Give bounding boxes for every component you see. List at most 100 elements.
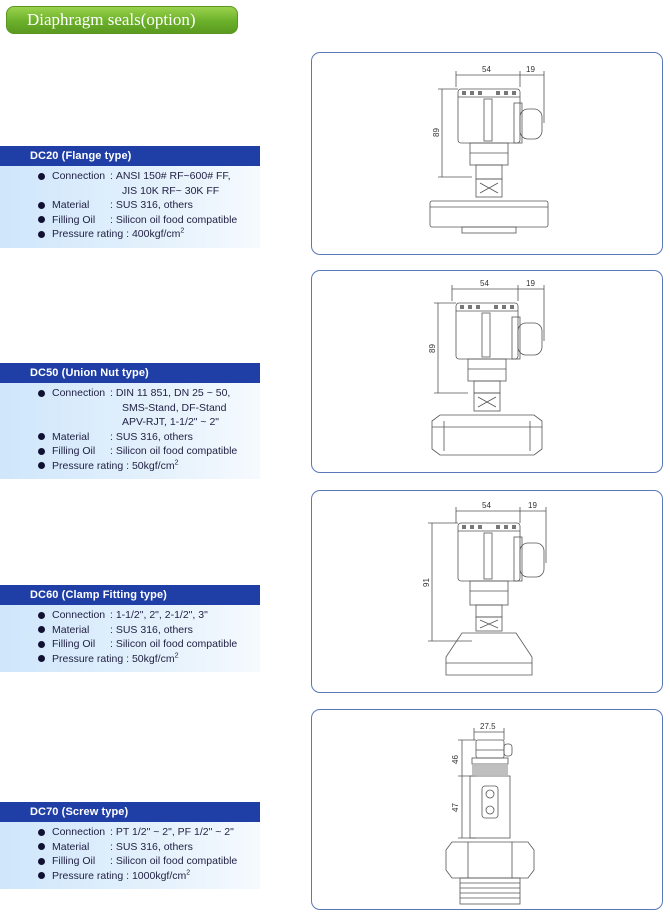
spec-label: Filling Oil (52, 855, 96, 867)
spec-value: 1-1/2", 2", 2-1/2", 3" (115, 609, 208, 621)
spec-row-filling-oil: Filling Oil: Silicon oil food compatible (0, 854, 260, 869)
spec-block-dc70: DC70 (Screw type) Connection: PT 1/2" ~ … (0, 802, 260, 889)
bullet-icon (38, 462, 45, 469)
drawing-panel-dc20: 54 19 89 (311, 52, 663, 255)
dim-height-label: 89 (432, 128, 441, 137)
model-header: DC60 (Clamp Fitting type) (0, 585, 260, 605)
spec-value: DIN 11 851, DN 25 ~ 50, (115, 387, 231, 399)
drawing-panel-dc70: 27.5 46 47 (311, 709, 663, 910)
unit-superscript: 2 (180, 227, 185, 235)
dim-width-label: 54 (482, 501, 491, 510)
spec-row-connection: Connection: 1-1/2", 2", 2-1/2", 3" (0, 608, 260, 623)
spec-value: 400kgf/cm (131, 228, 181, 240)
spec-value: Silicon oil food compatible (115, 445, 238, 457)
dc20-technical-drawing: 54 19 89 (429, 65, 549, 234)
spec-value: SUS 316, others (115, 430, 193, 443)
model-header: DC70 (Screw type) (0, 802, 260, 822)
dim-width-label: 54 (482, 65, 491, 74)
spec-row-connection: Connection: PT 1/2" ~ 2", PF 1/2" ~ 2" (0, 825, 260, 840)
spec-label: Pressure rating (52, 459, 124, 472)
spec-value: SUS 316, others (115, 199, 193, 211)
spec-list: Connection: ANSI 150# RF~600# FF, JIS 10… (0, 166, 260, 248)
spec-label: Material (52, 840, 90, 853)
model-header: DC50 (Union Nut type) (0, 363, 260, 383)
bullet-icon (38, 626, 45, 633)
spec-block-dc50: DC50 (Union Nut type) Connection: DIN 11… (0, 363, 260, 479)
dc70-technical-drawing: 27.5 46 47 (445, 722, 535, 905)
spec-block-dc20: DC20 (Flange type) Connection: ANSI 150#… (0, 146, 260, 248)
dim-connector-label: 19 (528, 501, 537, 510)
bullet-icon (38, 172, 45, 180)
spec-label: Pressure rating (52, 869, 124, 882)
spec-list: Connection: 1-1/2", 2", 2-1/2", 3" Mater… (0, 605, 260, 672)
spec-row-material: Material: SUS 316, others (0, 430, 260, 445)
bullet-icon (38, 872, 45, 879)
spec-block-dc60: DC60 (Clamp Fitting type) Connection: 1-… (0, 585, 260, 672)
spec-label: Connection (52, 609, 106, 621)
model-header: DC20 (Flange type) (0, 146, 260, 166)
page-title: Diaphragm seals(option) (6, 6, 238, 34)
spec-label: Pressure rating (52, 228, 124, 240)
dim-lower-label: 47 (451, 803, 460, 812)
spec-row-connection: Connection: DIN 11 851, DN 25 ~ 50, (0, 386, 260, 401)
spec-value: SUS 316, others (115, 623, 193, 636)
spec-row-pressure-rating: Pressure rating : 50kgf/cm2 (0, 652, 260, 667)
dim-upper-label: 46 (451, 755, 460, 764)
unit-superscript: 2 (186, 869, 191, 876)
spec-value: Silicon oil food compatible (115, 855, 238, 867)
bullet-icon (38, 611, 45, 619)
dim-connector-label: 19 (526, 279, 535, 288)
dim-height-label: 89 (428, 344, 437, 353)
dc60-technical-drawing: 54 19 91 (422, 501, 547, 676)
bullet-icon (38, 433, 45, 440)
unit-superscript: 2 (174, 652, 179, 659)
bullet-icon (38, 857, 45, 865)
spec-value: Silicon oil food compatible (115, 213, 238, 226)
spec-label: Filling Oil (52, 638, 96, 650)
spec-row-pressure-rating: Pressure rating : 50kgf/cm2 (0, 459, 260, 474)
spec-value: SUS 316, others (115, 840, 193, 853)
bullet-icon (38, 828, 45, 836)
spec-label: Material (52, 430, 90, 443)
drawing-panel-dc60: 54 19 91 (311, 490, 663, 693)
bullet-icon (38, 216, 45, 223)
spec-label: Pressure rating (52, 652, 124, 665)
spec-label: Material (52, 623, 90, 636)
dim-width-label: 54 (480, 279, 489, 288)
spec-row-connection: Connection: ANSI 150# RF~600# FF, (0, 169, 260, 184)
dim-connector-label: 19 (526, 65, 535, 74)
spec-value: 1000kgf/cm (131, 869, 187, 882)
spec-row-filling-oil: Filling Oil: Silicon oil food compatible (0, 637, 260, 652)
spec-row-material: Material: SUS 316, others (0, 840, 260, 855)
spec-value: Silicon oil food compatible (115, 638, 238, 650)
bullet-icon (38, 201, 45, 209)
spec-value-continued: APV-RJT, 1-1/2" ~ 2" (122, 416, 220, 428)
bullet-icon (38, 389, 45, 397)
spec-label: Connection (52, 387, 106, 399)
spec-list: Connection: PT 1/2" ~ 2", PF 1/2" ~ 2" M… (0, 822, 260, 889)
dim-width-label: 27.5 (480, 722, 496, 731)
spec-value: 50kgf/cm (131, 652, 175, 665)
dc50-technical-drawing: 54 19 89 (428, 279, 545, 456)
spec-value-continued: SMS-Stand, DF-Stand (122, 401, 227, 414)
spec-label: Connection (52, 170, 106, 182)
spec-row-pressure-rating: Pressure rating : 1000kgf/cm2 (0, 869, 260, 884)
dim-height-label: 91 (422, 578, 431, 587)
spec-value: ANSI 150# RF~600# FF, (115, 170, 231, 182)
spec-row-pressure-rating: Pressure rating : 400kgf/cm2 (0, 227, 260, 242)
spec-value: PT 1/2" ~ 2", PF 1/2" ~ 2" (115, 826, 234, 838)
bullet-icon (38, 640, 45, 648)
bullet-icon (38, 447, 45, 455)
spec-list: Connection: DIN 11 851, DN 25 ~ 50, SMS-… (0, 383, 260, 479)
bullet-icon (38, 655, 45, 662)
drawing-panel-dc50: 54 19 89 (311, 270, 663, 473)
spec-row-filling-oil: Filling Oil: Silicon oil food compatible (0, 444, 260, 459)
bullet-icon (38, 230, 45, 238)
unit-superscript: 2 (174, 459, 179, 466)
spec-value-continued: JIS 10K RF~ 30K FF (122, 184, 220, 197)
spec-row-material: Material: SUS 316, others (0, 623, 260, 638)
spec-label: Connection (52, 826, 106, 838)
spec-label: Filling Oil (52, 213, 96, 226)
bullet-icon (38, 843, 45, 850)
spec-row-filling-oil: Filling Oil: Silicon oil food compatible (0, 213, 260, 228)
